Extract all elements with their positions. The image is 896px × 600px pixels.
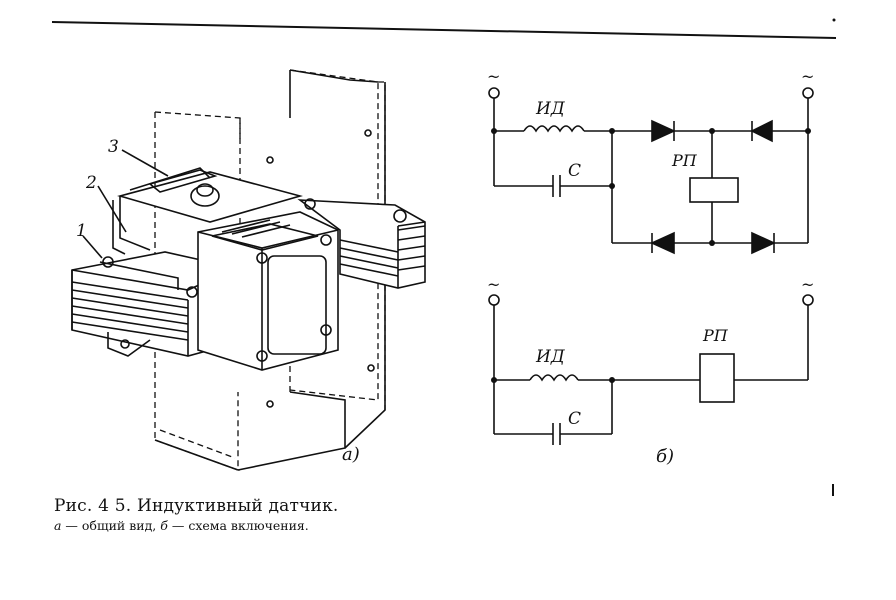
circuit-bottom: [488, 294, 814, 445]
terminal-left-bottom-label: ~: [487, 275, 500, 294]
inductor-top-label: ИД: [535, 99, 566, 119]
panel-label-a: а): [342, 444, 360, 465]
relay-bottom-label: РП: [702, 326, 729, 345]
panel-label-b: б): [656, 446, 674, 467]
terminal-left-top-label: ~: [487, 67, 500, 86]
figure-caption: Рис. 4 5. Индуктивный датчик. а — общий …: [54, 496, 574, 533]
caption-legend: а — общий вид, б — схема включения.: [54, 518, 574, 533]
legend-a-text: — общий вид,: [61, 518, 161, 533]
capacitor-bottom-label: С: [568, 409, 581, 429]
terminal-left-bottom: [488, 294, 500, 306]
relay-top-label: РП: [671, 151, 698, 170]
terminal-right-bottom-label: ~: [801, 275, 814, 294]
diode-bottom-2: [751, 231, 776, 255]
terminal-right-top-label: ~: [801, 67, 814, 86]
legend-b-key: б: [160, 518, 168, 533]
legend-a-key: а: [54, 518, 62, 533]
relay-top: [689, 177, 739, 203]
part-label-1: 1: [76, 221, 87, 241]
relay-bottom: [699, 353, 735, 403]
inductor-bottom: [529, 374, 579, 382]
circuit-top: [488, 87, 814, 255]
diode-top-1: [651, 119, 676, 143]
part-label-3: 3: [108, 137, 119, 157]
terminal-right-top: [802, 87, 814, 99]
legend-b-text: — схема включения.: [167, 518, 309, 533]
sensor-general-view: [71, 69, 426, 471]
part-label-2: 2: [85, 173, 97, 193]
diode-bottom-1: [650, 231, 675, 255]
diode-top-2: [750, 119, 773, 143]
caption-title: Рис. 4 5. Индуктивный датчик.: [54, 496, 339, 516]
inductor-bottom-label: ИД: [535, 347, 566, 367]
terminal-right-bottom: [802, 294, 814, 306]
capacitor-top-label: С: [568, 161, 581, 181]
terminal-left-top: [488, 87, 500, 99]
inductor-top: [523, 125, 585, 133]
top-rule: [51, 21, 837, 39]
